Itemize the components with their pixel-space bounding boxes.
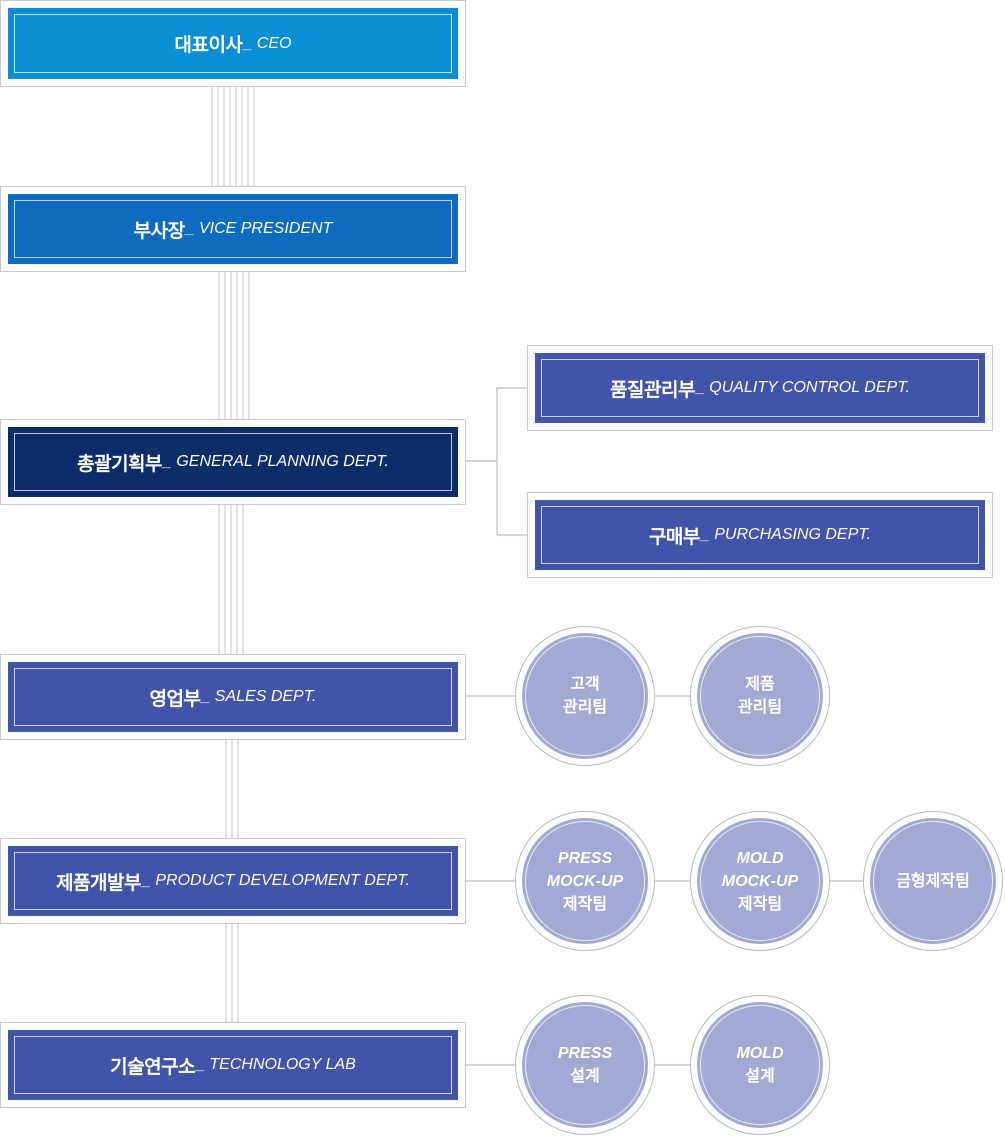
ceo-ko-label: 대표이사 [174, 35, 243, 56]
quality-control-fill: 품질관리부_ QUALITY CONTROL DEPT. [535, 353, 985, 423]
product-development-frame: 제품개발부_ PRODUCT DEVELOPMENT DEPT. [14, 852, 452, 910]
general-planning-en-label: _ GENERAL PLANNING DEPT. [163, 453, 389, 470]
general-planning-box: 총괄기획부_ GENERAL PLANNING DEPT. [0, 419, 466, 505]
purchasing-ko-label: 구매부 [648, 526, 700, 548]
team-circle-ring: PRESS 설계 [525, 1005, 645, 1125]
technology-lab-frame: 기술연구소_ TECHNOLOGY LAB [14, 1036, 452, 1094]
ceo-box: 대표이사_ CEO [0, 0, 466, 87]
sales-fill: 영업부_ SALES DEPT. [8, 662, 458, 732]
technology-lab-ko-label: 기술연구소 [110, 1056, 196, 1078]
team-circle-fill: MOLD MOCK-UP 제작팀 [697, 818, 823, 944]
quality-control-ko-label: 품질관리부 [610, 379, 695, 401]
team-label-line: PRESS [557, 849, 613, 867]
quality-control-box: 품질관리부_ QUALITY CONTROL DEPT. [527, 345, 993, 431]
sales-frame: 영업부_ SALES DEPT. [14, 668, 452, 726]
team-circle-ring: MOLD 설계 [700, 1005, 820, 1125]
vice-president-en-label: _ VICE PRESIDENT [185, 220, 333, 237]
team-label-line: 제품 [745, 676, 775, 693]
team-label-line: MOCK-UP [546, 872, 624, 890]
product-development-en-label: _ PRODUCT DEVELOPMENT DEPT. [142, 872, 410, 889]
team-label-line: 고객 [570, 676, 600, 693]
team-circle-mold-mockup: MOLD MOCK-UP 제작팀 [690, 811, 830, 951]
team-label-line: MOCK-UP [721, 872, 799, 890]
team-circle-fill: PRESS MOCK-UP 제작팀 [522, 818, 648, 944]
ceo-frame: 대표이사_ CEO [14, 14, 452, 73]
team-label-line: 제작팀 [737, 895, 783, 913]
team-circle-fill: MOLD 설계 [697, 1002, 823, 1128]
team-label-line: MOLD [736, 1045, 784, 1062]
technology-lab-box: 기술연구소_ TECHNOLOGY LAB [0, 1022, 466, 1108]
general-planning-ko-label: 총괄기획부 [77, 453, 163, 475]
team-circle-fill: PRESS 설계 [522, 1002, 648, 1128]
team-label-line: 설계 [745, 1068, 775, 1085]
team-label-line: PRESS [557, 1045, 613, 1062]
team-label-line: 관리팀 [562, 699, 608, 716]
team-circle-press-design: PRESS 설계 [515, 995, 655, 1135]
team-circle-product-management: 제품 관리팀 [690, 626, 830, 766]
team-circle-ring: MOLD MOCK-UP 제작팀 [700, 821, 820, 941]
team-circle-ring: 제품 관리팀 [700, 636, 820, 756]
product-development-box: 제품개발부_ PRODUCT DEVELOPMENT DEPT. [0, 838, 466, 924]
vice-president-frame: 부사장_ VICE PRESIDENT [14, 200, 452, 258]
general-planning-fill: 총괄기획부_ GENERAL PLANNING DEPT. [8, 427, 458, 497]
team-circle-fill: 제품 관리팀 [697, 633, 823, 759]
team-label-line: 제작팀 [562, 895, 608, 913]
planning-branch-line [466, 387, 527, 536]
product-development-ko-label: 제품개발부 [56, 872, 141, 894]
vice-president-ko-label: 부사장 [133, 220, 185, 242]
team-label-line: 관리팀 [737, 699, 783, 716]
ceo-en-label: _ CEO [243, 34, 292, 52]
purchasing-box: 구매부_ PURCHASING DEPT. [527, 492, 993, 578]
team-circle-fill: 금형제작팀 [870, 818, 996, 944]
purchasing-en-label: _ PURCHASING DEPT. [700, 526, 872, 543]
purchasing-frame: 구매부_ PURCHASING DEPT. [541, 506, 979, 564]
technology-lab-fill: 기술연구소_ TECHNOLOGY LAB [8, 1030, 458, 1100]
quality-control-en-label: _ QUALITY CONTROL DEPT. [695, 379, 910, 396]
team-circle-ring: PRESS MOCK-UP 제작팀 [525, 821, 645, 941]
team-circle-mold-design: MOLD 설계 [690, 995, 830, 1135]
vice-president-fill: 부사장_ VICE PRESIDENT [8, 194, 458, 264]
product-development-fill: 제품개발부_ PRODUCT DEVELOPMENT DEPT. [8, 846, 458, 916]
quality-control-frame: 품질관리부_ QUALITY CONTROL DEPT. [541, 359, 979, 417]
team-circle-customer-management: 고객 관리팀 [515, 626, 655, 766]
team-circle-ring: 금형제작팀 [873, 821, 993, 941]
purchasing-fill: 구매부_ PURCHASING DEPT. [535, 500, 985, 570]
team-circle-mold-fabrication: 금형제작팀 [863, 811, 1003, 951]
sales-ko-label: 영업부 [149, 688, 201, 710]
team-label-line: 금형제작팀 [896, 872, 970, 890]
team-label-line: MOLD [736, 849, 784, 867]
vice-president-box: 부사장_ VICE PRESIDENT [0, 186, 466, 272]
main-trunk-lines [211, 87, 255, 1022]
sales-en-label: _ SALES DEPT. [201, 688, 317, 705]
ceo-fill: 대표이사_ CEO [8, 8, 458, 79]
sales-box: 영업부_ SALES DEPT. [0, 654, 466, 740]
general-planning-frame: 총괄기획부_ GENERAL PLANNING DEPT. [14, 433, 452, 491]
team-label-line: 설계 [570, 1068, 600, 1085]
team-circle-fill: 고객 관리팀 [522, 633, 648, 759]
team-circle-ring: 고객 관리팀 [525, 636, 645, 756]
team-circle-press-mockup: PRESS MOCK-UP 제작팀 [515, 811, 655, 951]
technology-lab-en-label: _ TECHNOLOGY LAB [196, 1056, 356, 1073]
